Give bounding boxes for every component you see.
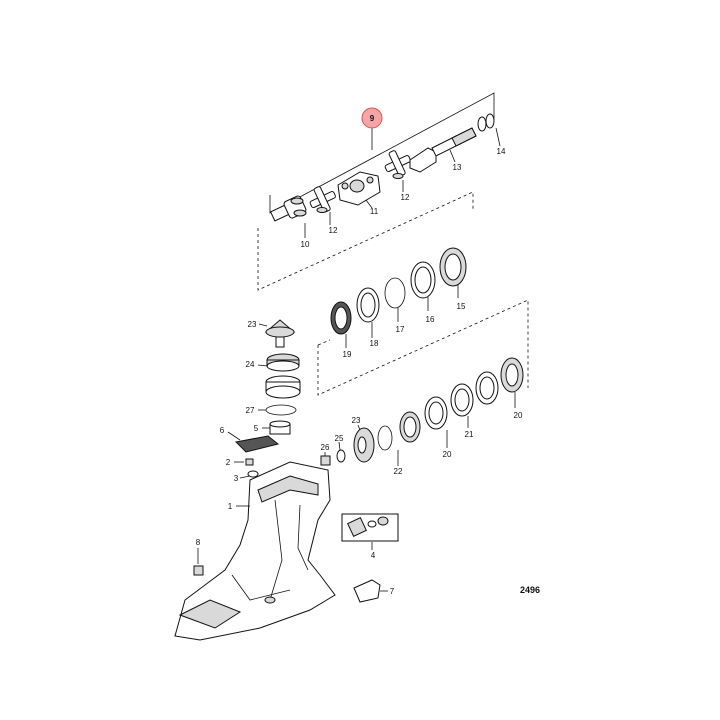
callout-27: 27 xyxy=(246,406,255,415)
part-16-bearing-race xyxy=(410,261,436,299)
callout-23-top: 23 xyxy=(248,320,257,329)
part-5-bushing xyxy=(269,420,291,435)
callout-8: 8 xyxy=(196,538,201,547)
part-26-nut xyxy=(320,455,331,466)
part-2-screw xyxy=(245,458,254,466)
callout-20-right: 20 xyxy=(514,411,523,420)
driveshaft-assembly-group xyxy=(257,92,495,291)
bearing-row-lower xyxy=(320,357,524,466)
callout-16: 16 xyxy=(426,315,435,324)
callout-21: 21 xyxy=(465,430,474,439)
part-10-yoke xyxy=(269,195,307,222)
callout-12-left: 12 xyxy=(329,226,338,235)
callout-23-lower: 23 xyxy=(352,416,361,425)
callout-13: 13 xyxy=(453,163,462,172)
part-23-drive-gear xyxy=(353,427,375,463)
callout-17: 17 xyxy=(396,325,405,334)
part-12-u-joint-cross-right xyxy=(384,150,411,179)
callout-15: 15 xyxy=(457,302,466,311)
part-8-plug xyxy=(193,565,204,576)
callout-labels: 10 12 11 12 13 14 15 16 17 18 19 23 24 2… xyxy=(196,147,523,596)
part-15-tapered-bearing xyxy=(439,247,467,287)
part-6-pad xyxy=(234,435,280,453)
part-21-race xyxy=(450,383,474,417)
driveshaft-parts xyxy=(269,113,495,222)
part-20-bearing-left xyxy=(399,411,421,443)
part-7-anode xyxy=(353,579,381,603)
callout-9-label: 9 xyxy=(370,114,375,123)
pinion-stack xyxy=(234,319,301,453)
part-23-pinion-gear-top xyxy=(264,319,296,348)
callout-18: 18 xyxy=(370,339,379,348)
callout-6: 6 xyxy=(220,426,225,435)
callout-14: 14 xyxy=(497,147,506,156)
part-17-snap-ring xyxy=(384,277,406,309)
leader-lines xyxy=(197,127,501,592)
callout-11: 11 xyxy=(370,207,379,216)
part-11-coupler xyxy=(337,171,381,206)
part-27-shim-ring xyxy=(265,404,297,416)
callout-5: 5 xyxy=(254,424,259,433)
part-24-bearing-cup xyxy=(265,375,301,399)
figure-number: 2496 xyxy=(520,585,540,595)
callout-7: 7 xyxy=(390,587,395,596)
part-20-race-left xyxy=(424,396,448,430)
callout-25: 25 xyxy=(335,434,344,443)
callout-12-right: 12 xyxy=(401,193,410,202)
part-18-bearing-cup xyxy=(356,287,380,323)
part-1-gearcase-housing xyxy=(174,461,336,641)
part-21-cup xyxy=(475,371,499,405)
part-20-bearing-right xyxy=(500,357,524,393)
callout-26: 26 xyxy=(321,443,330,452)
part-24-bearing-cone xyxy=(266,353,300,372)
part-13-driveshaft xyxy=(409,127,477,173)
part-25-washer xyxy=(336,449,346,463)
part-12-u-joint-cross-left xyxy=(309,186,336,213)
callout-19: 19 xyxy=(343,350,352,359)
part-22-snap-ring xyxy=(377,425,393,451)
part-3-washer xyxy=(247,470,259,478)
guide-bracket-lower xyxy=(317,299,529,396)
part-14-o-rings xyxy=(477,113,495,132)
callout-24: 24 xyxy=(246,360,255,369)
callout-9-highlight[interactable]: 9 xyxy=(361,107,383,129)
callout-2: 2 xyxy=(226,458,231,467)
callout-20-left: 20 xyxy=(443,450,452,459)
part-19-ring xyxy=(330,301,352,335)
callout-1: 1 xyxy=(228,502,233,511)
callout-10: 10 xyxy=(301,240,310,249)
callout-22: 22 xyxy=(394,467,403,476)
bearing-row-upper xyxy=(330,247,467,348)
callout-4: 4 xyxy=(371,551,376,560)
callout-3: 3 xyxy=(234,474,239,483)
part-4-detail-box xyxy=(341,513,399,542)
